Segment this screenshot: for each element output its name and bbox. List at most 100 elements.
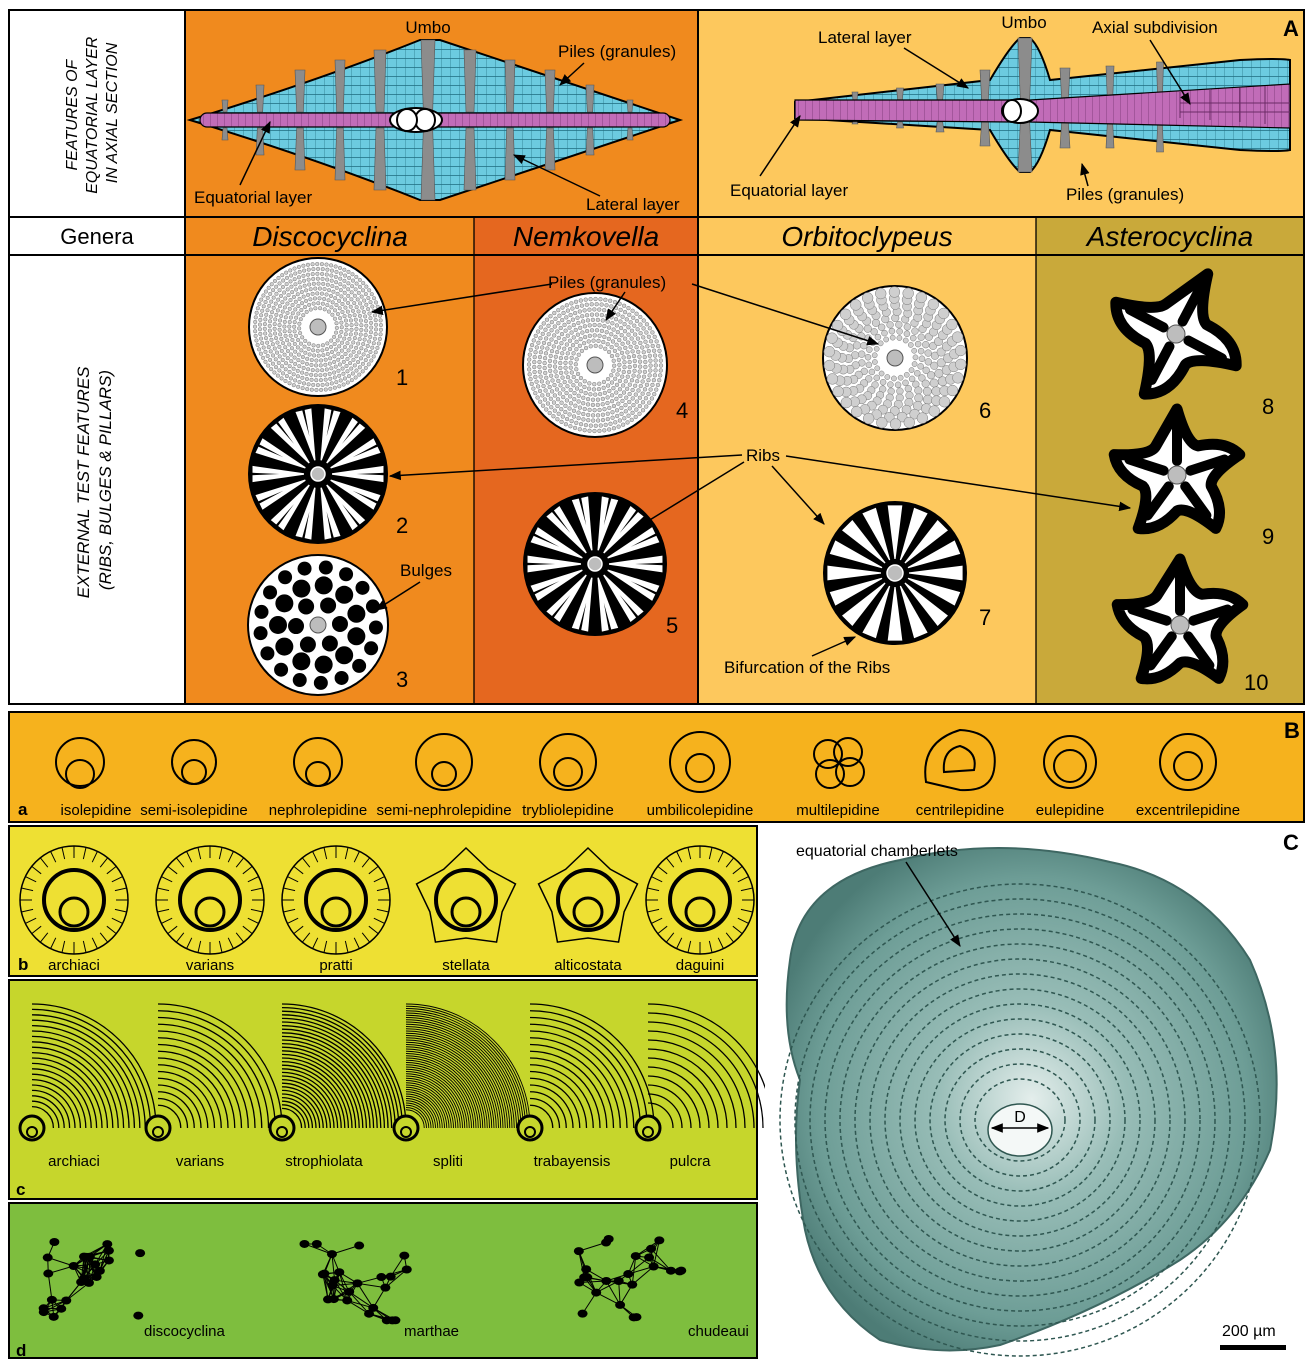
pile-dot (569, 301, 573, 305)
pile-dot (613, 420, 617, 424)
pile-dot (293, 277, 297, 281)
pile-dot (299, 342, 303, 346)
pile-dot (550, 338, 554, 342)
pile-dot (622, 304, 626, 308)
d-node (43, 1270, 53, 1278)
pile-dot (557, 412, 561, 416)
pile-dot (615, 343, 619, 347)
pile-dot (334, 331, 338, 335)
pile-dot (850, 300, 861, 311)
pile-dot (622, 370, 626, 374)
pile-dot (895, 382, 901, 388)
pile-dot (640, 346, 644, 350)
pile-dot (294, 288, 298, 292)
pile-dot (370, 346, 374, 350)
pile-dot (631, 349, 635, 353)
specimen-number-2: 2 (396, 513, 408, 538)
pile-dot (343, 274, 347, 278)
pile-dot (617, 358, 621, 362)
pile-dot (283, 325, 287, 329)
d-node (591, 1289, 601, 1297)
pile-dot (288, 370, 292, 374)
pile-dot (307, 342, 311, 346)
pile-dot (927, 371, 935, 379)
bulge (275, 594, 293, 612)
pile-dot (643, 365, 647, 369)
pile-dot (369, 330, 373, 334)
pile-dot (378, 337, 382, 341)
pile-dot (360, 328, 364, 332)
genera-label: Genera (60, 224, 134, 249)
piles-annotation: Piles (granules) (548, 273, 666, 292)
pile-dot (543, 361, 547, 365)
pile-dot (350, 298, 354, 302)
pile-dot (284, 361, 288, 365)
pile-dot (332, 360, 336, 364)
pile-dot (595, 302, 599, 306)
pile-dot (267, 286, 271, 290)
pile-dot (638, 341, 642, 345)
pile-dot (558, 366, 562, 370)
pile-dot (659, 359, 663, 363)
pile-dot (612, 404, 616, 408)
pile-dot (314, 373, 318, 377)
pile-dot (363, 338, 367, 342)
pile (627, 100, 633, 112)
pile-dot (872, 353, 877, 358)
pile-dot (644, 340, 648, 344)
pile-dot (588, 308, 592, 312)
pile-dot (540, 379, 544, 383)
pile-dot (884, 337, 889, 342)
pile-dot (528, 372, 532, 376)
pile-dot (262, 294, 266, 298)
pile-dot (376, 346, 380, 350)
pile-dot (354, 332, 358, 336)
pile-dot (628, 365, 632, 369)
pile-dot (615, 408, 619, 412)
pile-dot (304, 289, 308, 293)
pile-dot (340, 355, 344, 359)
pile-dot (253, 325, 257, 329)
pile-dot (258, 327, 262, 331)
pile-dot (337, 345, 341, 349)
pile-dot (299, 317, 303, 321)
pile-dot (618, 379, 622, 383)
pile-dot (615, 414, 619, 418)
pile-dot (650, 397, 654, 401)
pile-dot (538, 400, 542, 404)
pile-dot (553, 325, 557, 329)
pile-dot (625, 387, 629, 391)
pile-dot (283, 353, 287, 357)
panel-c-letter: C (1283, 830, 1299, 855)
pile-dot (280, 377, 284, 381)
pile-dot (297, 265, 301, 269)
pile-dot (606, 396, 610, 400)
pile-dot (654, 359, 658, 363)
pile-dot (647, 335, 651, 339)
pile-dot (580, 349, 584, 353)
pile-dot (653, 335, 657, 339)
pile-dot (912, 361, 917, 366)
pile-dot (607, 406, 611, 410)
pile-dot (556, 321, 560, 325)
pile-dot (546, 402, 550, 406)
pile-dot (638, 315, 642, 319)
pile-dot (307, 303, 311, 307)
pile-dot (289, 298, 293, 302)
specimen-number-7: 7 (979, 605, 991, 630)
pile-dot (548, 385, 552, 389)
pile-dot (325, 368, 329, 372)
row-label-external-line1: EXTERNAL TEST FEATURES (74, 366, 93, 598)
pile-dot (574, 367, 578, 371)
pile-dot (266, 364, 270, 368)
d-node (61, 1297, 71, 1305)
pile-dot (354, 288, 358, 292)
pile-dot (550, 389, 554, 393)
pile-dot (562, 347, 566, 351)
pile-dot (643, 355, 647, 359)
bulge (292, 580, 310, 598)
genus-orbitoclypeus: Orbitoclypeus (781, 221, 952, 252)
d-node (646, 1245, 656, 1253)
pile-dot (273, 279, 277, 283)
pile-dot (955, 359, 966, 370)
